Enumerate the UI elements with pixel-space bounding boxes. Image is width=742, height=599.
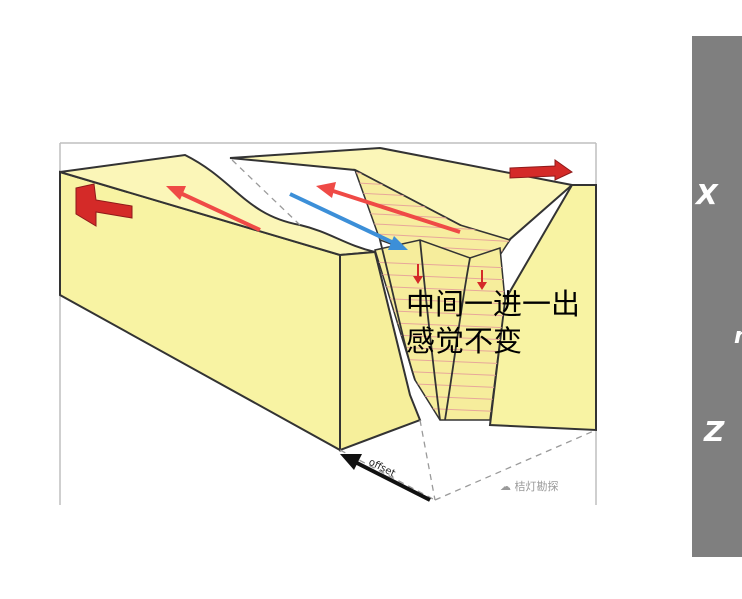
offset-arrow [340,454,430,500]
side-panel: X n Z [692,36,742,557]
annotation-text: 中间一进一出 感觉不变 [406,286,580,360]
right-motion-block-arrow [510,160,572,180]
symbol-x: X [696,181,718,209]
annotation-line-1: 中间一进一出 [406,286,580,323]
watermark: ☁ 桔灯勘探 [500,478,559,494]
watermark-icon: ☁ [500,480,511,493]
symbol-n: n [734,326,742,348]
watermark-text: 桔灯勘探 [515,480,559,493]
annotation-line-2: 感觉不变 [406,323,580,360]
symbol-z: Z [704,418,724,446]
